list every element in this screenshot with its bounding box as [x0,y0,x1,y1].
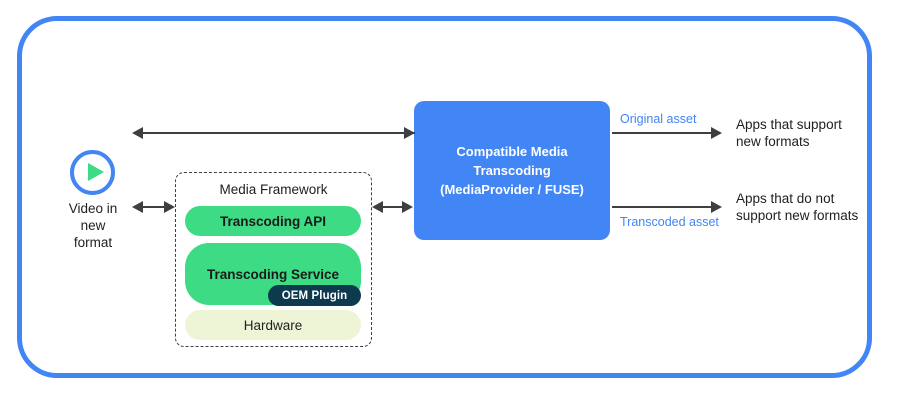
connector-original-asset-line [612,132,712,134]
connector-source-to-central-arrowhead-left [132,127,143,139]
original-asset-label: Original asset [620,112,697,126]
play-circle-icon [70,150,115,195]
hardware-box: Hardware [185,310,361,340]
apps-no-support-line-1: Apps that do not [736,191,835,206]
connector-framework-to-central-arrowhead-right [402,201,413,213]
oem-plugin-badge: OEM Plugin [268,285,361,306]
apps-support-new-formats-label: Apps that support new formats [736,116,842,150]
cmt-line-1: Compatible Media [456,144,568,159]
compatible-media-transcoding-box: Compatible Media Transcoding (MediaProvi… [414,101,610,240]
apps-no-support-line-2: support new formats [736,208,859,223]
apps-support-line-1: Apps that support [736,117,842,132]
outer-frame-border [17,16,872,378]
transcoded-asset-label: Transcoded asset [620,215,719,229]
video-source-label-line-2: new [80,218,106,233]
media-framework-title: Media Framework [219,182,328,197]
connector-source-to-central-arrowhead-right [404,127,415,139]
connector-framework-to-central-arrowhead-left [372,201,383,213]
media-framework-container [175,172,372,347]
video-source-label-line-1: Video in [68,201,118,216]
cmt-line-2: Transcoding [473,163,551,178]
video-source-label: Video in new format [43,200,143,251]
connector-source-to-central-line [143,132,415,134]
cmt-line-3: (MediaProvider / FUSE) [440,182,584,197]
transcoding-api-box: Transcoding API [185,206,361,236]
play-triangle-icon [88,163,104,181]
video-source-label-line-3: format [73,235,113,250]
apps-no-support-new-formats-label: Apps that do not support new formats [736,190,858,224]
connector-transcoded-asset-line [612,206,712,208]
connector-source-to-framework-arrowhead-right [164,201,175,213]
apps-support-line-2: new formats [736,134,810,149]
connector-framework-to-central-line [383,206,403,208]
connector-original-asset-arrowhead [711,127,722,139]
connector-source-to-framework-line [143,206,165,208]
connector-transcoded-asset-arrowhead [711,201,722,213]
connector-source-to-framework-arrowhead-left [132,201,143,213]
